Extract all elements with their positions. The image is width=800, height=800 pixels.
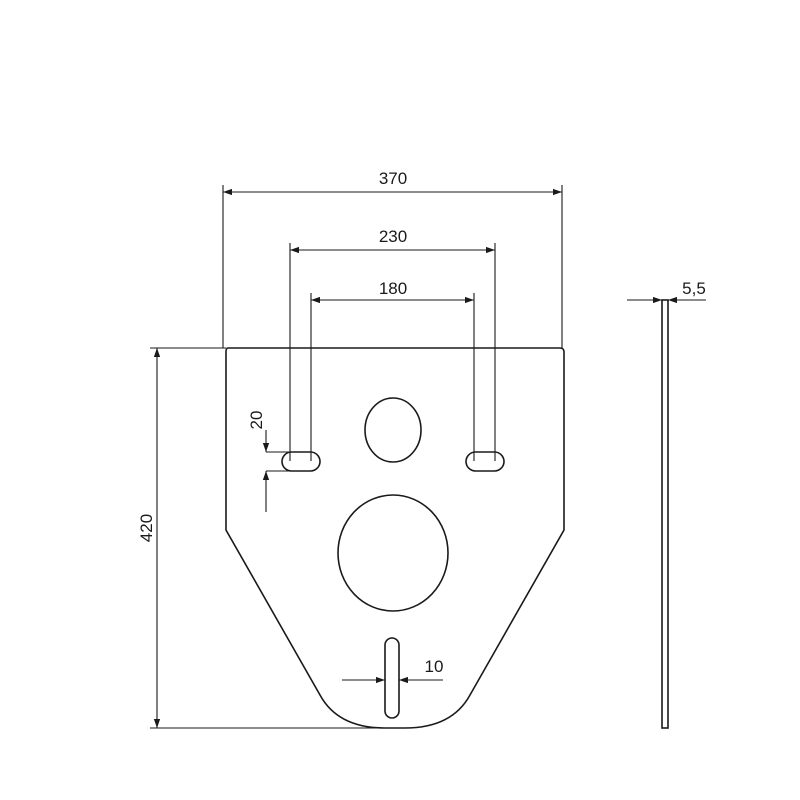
dimension-overall-width: 370 bbox=[222, 169, 563, 348]
dimension-label-20: 20 bbox=[247, 411, 266, 430]
dimension-overall-height: 420 bbox=[137, 347, 390, 729]
dimension-label-10: 10 bbox=[425, 657, 444, 676]
main-oval-hole bbox=[337, 494, 449, 612]
left-mounting-slot bbox=[281, 451, 321, 472]
bottom-vertical-slot bbox=[384, 637, 400, 719]
dimension-bottom-slot: 10 bbox=[342, 657, 444, 684]
dimension-bracket-inner: 180 bbox=[310, 279, 475, 461]
dimension-label-230: 230 bbox=[379, 227, 407, 246]
dimension-label-370: 370 bbox=[379, 169, 407, 188]
dimension-label-420: 420 bbox=[137, 514, 156, 542]
dimension-label-thickness: 5,5 bbox=[682, 279, 706, 298]
dimension-label-180: 180 bbox=[379, 279, 407, 298]
dimension-slot-width: 20 bbox=[247, 411, 290, 512]
side-profile: 5,5 bbox=[627, 279, 706, 729]
dimension-bracket-outer: 230 bbox=[289, 227, 496, 461]
right-mounting-slot bbox=[465, 451, 505, 472]
upper-oval-hole bbox=[364, 397, 422, 463]
